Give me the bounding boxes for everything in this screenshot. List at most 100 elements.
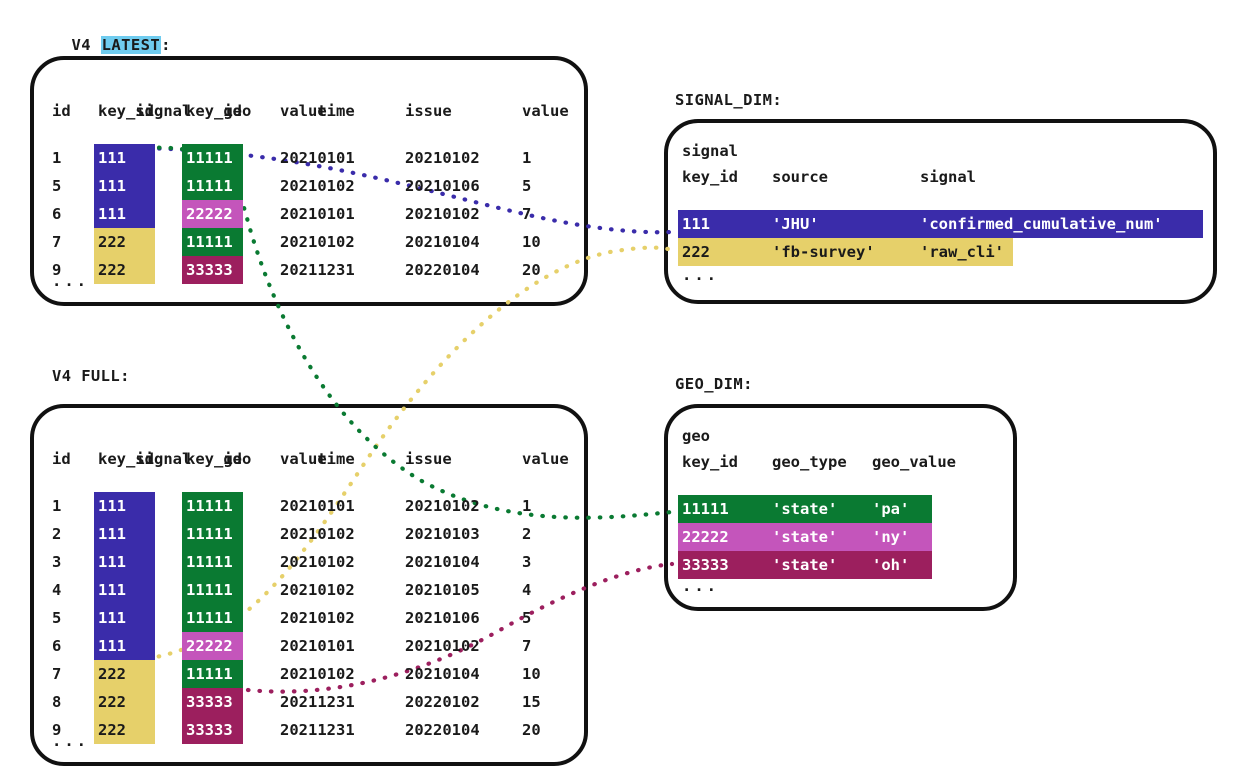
latest-caption-prefix: V4 <box>71 36 101 54</box>
cell-id: 5 <box>52 609 62 627</box>
cell-signal-key-id: 111 <box>94 172 155 200</box>
cell-time-value: 20210102 <box>280 609 355 627</box>
cell-id: 5 <box>52 177 62 195</box>
geo-dim-header-geotype: geo_type <box>772 453 847 471</box>
signal-dim-caption: SIGNAL_DIM: <box>675 91 783 109</box>
signal-dim-cell-source: 'JHU' <box>772 215 819 233</box>
geo-dim-ellipsis: ... <box>682 577 719 595</box>
signal-dim-table: signal key_id source signal 111'JHU''con… <box>678 138 1207 308</box>
hdr-time: time <box>317 102 355 120</box>
cell-signal-key-id: 222 <box>94 716 155 744</box>
full-header-id: id <box>52 450 71 468</box>
cell-value: 10 <box>522 233 541 251</box>
cell-signal-key-id: 222 <box>94 228 155 256</box>
latest-header-value: value <box>522 102 569 120</box>
cell-id: 4 <box>52 581 62 599</box>
cell-signal-key-id: 111 <box>94 604 155 632</box>
cell-signal-key-id: 222 <box>94 256 155 284</box>
latest-header-id: id <box>52 102 71 120</box>
cell-time-value: 20210102 <box>280 553 355 571</box>
cell-time-value: 20211231 <box>280 261 355 279</box>
full-header-geo-keyid: key_id <box>186 450 242 468</box>
cell-id: 9 <box>52 261 62 279</box>
cell-geo-key-id: 33333 <box>182 716 243 744</box>
cell-geo-key-id: 11111 <box>182 660 243 688</box>
full-header-time-value: value <box>280 450 327 468</box>
geo-dim-cell-key-id: 11111 <box>682 500 729 518</box>
full-header-issue: issue <box>405 450 452 468</box>
cell-id: 8 <box>52 693 62 711</box>
cell-issue: 20210104 <box>405 233 480 251</box>
latest-ellipsis: ... <box>52 272 89 290</box>
latest-header-row1: signal <box>52 72 191 150</box>
geo-dim-cell-geo-type: 'state' <box>772 556 838 574</box>
cell-issue: 20220104 <box>405 261 480 279</box>
cell-issue: 20210105 <box>405 581 480 599</box>
cell-geo-key-id: 33333 <box>182 688 243 716</box>
cell-geo-key-id: 11111 <box>182 172 243 200</box>
cell-signal-key-id: 111 <box>94 200 155 228</box>
signal-dim-header-signal: signal <box>920 168 976 186</box>
signal-dim-header-row1: signal <box>682 142 738 160</box>
cell-signal-key-id: 111 <box>94 632 155 660</box>
cell-issue: 20220104 <box>405 721 480 739</box>
full-table: signal geo time id key_id key_id value i… <box>52 420 582 760</box>
cell-value: 20 <box>522 721 541 739</box>
cell-value: 4 <box>522 581 532 599</box>
geo-dim-header-geovalue: geo_value <box>872 453 956 471</box>
cell-value: 20 <box>522 261 541 279</box>
cell-value: 7 <box>522 637 532 655</box>
full-header-signal-keyid: key_id <box>98 450 154 468</box>
geo-dim-row-highlight <box>678 495 932 523</box>
cell-id: 7 <box>52 233 62 251</box>
latest-header-row1b: geo <box>186 72 251 150</box>
cell-time-value: 20210102 <box>280 233 355 251</box>
cell-id: 7 <box>52 665 62 683</box>
full-ellipsis: ... <box>52 732 89 750</box>
cell-time-value: 20210102 <box>280 665 355 683</box>
cell-issue: 20220102 <box>405 693 480 711</box>
signal-dim-cell-key-id: 222 <box>682 243 710 261</box>
cell-time-value: 20210101 <box>280 637 355 655</box>
cell-id: 6 <box>52 205 62 223</box>
cell-time-value: 20210101 <box>280 205 355 223</box>
cell-value: 5 <box>522 609 532 627</box>
geo-dim-caption: GEO_DIM: <box>675 375 753 393</box>
cell-id: 3 <box>52 553 62 571</box>
cell-issue: 20210102 <box>405 205 480 223</box>
cell-signal-key-id: 111 <box>94 548 155 576</box>
signal-dim-cell-source: 'fb-survey' <box>772 243 875 261</box>
cell-time-value: 20210101 <box>280 149 355 167</box>
cell-geo-key-id: 11111 <box>182 576 243 604</box>
cell-geo-key-id: 33333 <box>182 256 243 284</box>
cell-id: 1 <box>52 497 62 515</box>
cell-id: 1 <box>52 149 62 167</box>
latest-header-signal-keyid: key_id <box>98 102 154 120</box>
cell-geo-key-id: 11111 <box>182 144 243 172</box>
latest-header-time-value: value <box>280 102 327 120</box>
geo-dim-table: geo key_id geo_type geo_value 11111'stat… <box>678 423 1012 613</box>
signal-dim-header-keyid: key_id <box>682 168 738 186</box>
cell-id: 6 <box>52 637 62 655</box>
cell-time-value: 20210101 <box>280 497 355 515</box>
geo-dim-cell-key-id: 33333 <box>682 556 729 574</box>
signal-dim-cell-signal: 'raw_cli' <box>920 243 1004 261</box>
hdr-signal: signal <box>135 102 192 120</box>
cell-signal-key-id: 111 <box>94 492 155 520</box>
cell-geo-key-id: 22222 <box>182 632 243 660</box>
cell-issue: 20210106 <box>405 177 480 195</box>
geo-dim-header-row1: geo <box>682 427 710 445</box>
geo-dim-cell-key-id: 22222 <box>682 528 729 546</box>
cell-time-value: 20211231 <box>280 721 355 739</box>
cell-value: 3 <box>522 553 532 571</box>
cell-issue: 20210106 <box>405 609 480 627</box>
geo-dim-cell-geo-value: 'pa' <box>872 500 910 518</box>
signal-dim-cell-signal: 'confirmed_cumulative_num' <box>920 215 1163 233</box>
cell-signal-key-id: 111 <box>94 520 155 548</box>
geo-dim-cell-geo-type: 'state' <box>772 500 838 518</box>
geo-dim-row-highlight <box>678 523 932 551</box>
cell-signal-key-id: 222 <box>94 688 155 716</box>
cell-time-value: 20210102 <box>280 581 355 599</box>
latest-caption: V4 LATEST: <box>52 18 171 54</box>
signal-dim-cell-key-id: 111 <box>682 215 710 233</box>
